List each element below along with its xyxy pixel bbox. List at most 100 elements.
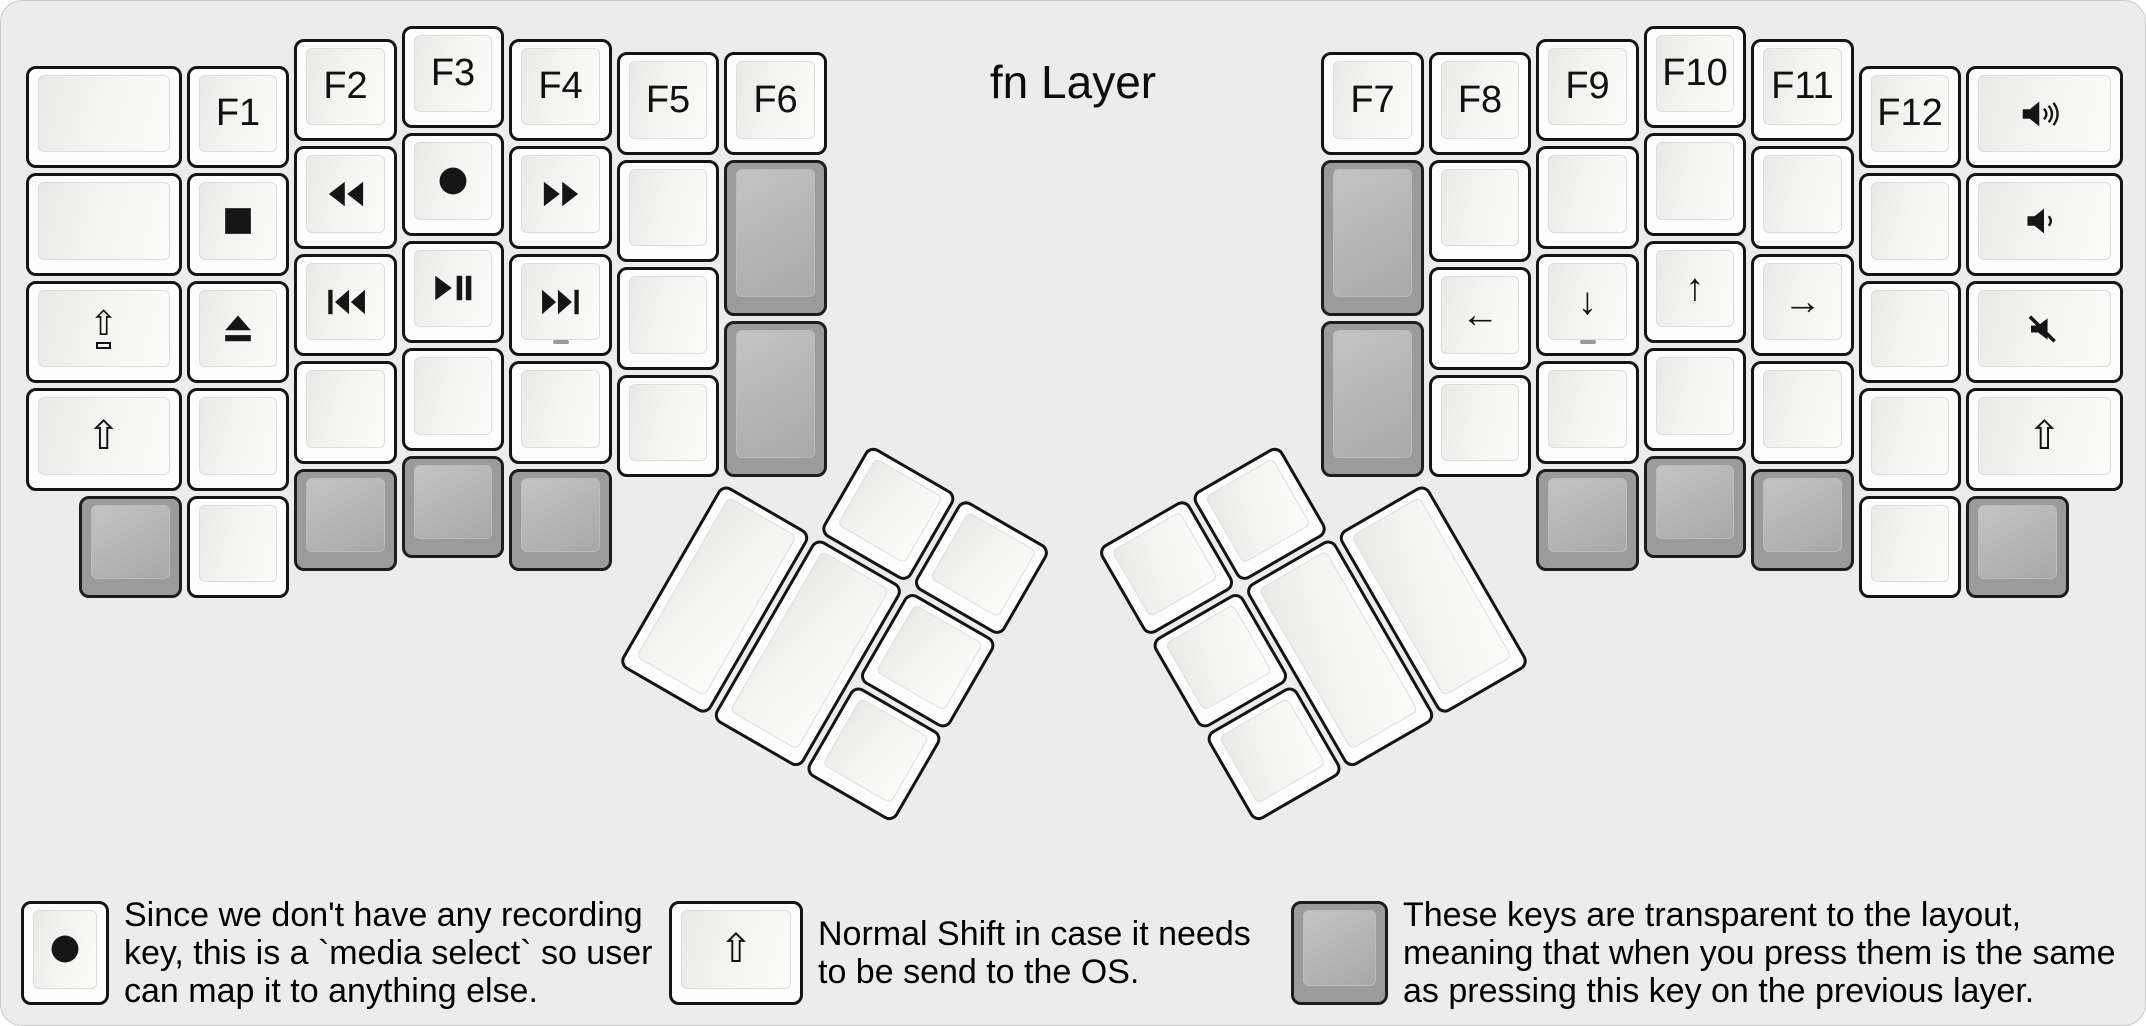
key-label: F4: [538, 65, 583, 108]
key-f1[interactable]: F1: [186, 65, 290, 169]
key-blank[interactable]: [1751, 146, 1854, 249]
key-arrow-down[interactable]: ↓: [1536, 253, 1639, 357]
key-blank[interactable]: [25, 173, 182, 276]
key-transparent[interactable]: [1536, 468, 1639, 572]
key-volume-up[interactable]: [1966, 65, 2123, 169]
key-blank[interactable]: [25, 65, 182, 169]
key-caps-lock[interactable]: ⇧: [25, 280, 182, 384]
key-prev-track[interactable]: [294, 253, 397, 357]
key-blank[interactable]: [1751, 361, 1854, 464]
key-top-surface: [306, 155, 385, 233]
key-transparent[interactable]: [724, 159, 827, 317]
key-blank[interactable]: [1858, 173, 1962, 276]
key-top-surface: [1333, 168, 1412, 298]
key-transparent[interactable]: [724, 321, 827, 478]
legend-key-slot: [21, 900, 109, 1005]
key-blank[interactable]: [509, 361, 612, 464]
key-blank[interactable]: [401, 348, 505, 451]
key-top-surface: [1763, 370, 1842, 448]
legend-text-line: Since we don't have any recording: [124, 895, 643, 934]
key-blank[interactable]: [1858, 495, 1962, 599]
key-blank[interactable]: [616, 374, 720, 478]
key-record[interactable]: [401, 133, 505, 236]
key-fast-forward[interactable]: [509, 146, 612, 249]
key-mute[interactable]: [1966, 280, 2123, 384]
rewind-icon: [328, 181, 363, 207]
key-transparent[interactable]: [294, 468, 397, 572]
key-arrow-right[interactable]: →: [1751, 253, 1854, 357]
key-transparent[interactable]: [401, 455, 505, 558]
key-f8[interactable]: F8: [1428, 52, 1532, 155]
key-transparent[interactable]: [1751, 468, 1854, 572]
key-blank[interactable]: [294, 361, 397, 464]
legend-text: These keys are transparent to the layout…: [1403, 896, 2116, 1010]
key-shift-right[interactable]: ⇧: [1966, 388, 2123, 491]
key-shift-left[interactable]: ⇧: [25, 388, 182, 491]
key-top-surface: [1655, 357, 1735, 435]
key-top-surface: F4: [521, 47, 600, 126]
key-stop[interactable]: [186, 173, 290, 276]
legend-transparent-key: [1291, 900, 1388, 1005]
key-label: F5: [645, 78, 691, 121]
key-next-track[interactable]: [509, 253, 612, 357]
key-top-surface: [1870, 504, 1950, 583]
key-f5[interactable]: F5: [616, 52, 720, 155]
key-rewind[interactable]: [294, 146, 397, 249]
key-transparent[interactable]: [1321, 159, 1424, 317]
key-arrow-left[interactable]: ←: [1428, 267, 1532, 370]
key-top-surface: [1165, 604, 1272, 711]
key-top-surface: [521, 370, 600, 448]
key-arrow-up[interactable]: ↑: [1643, 240, 1747, 343]
key-f11[interactable]: F11: [1751, 38, 1854, 142]
key-top-surface: [1204, 457, 1312, 565]
key-play-pause[interactable]: [401, 240, 505, 343]
key-f2[interactable]: F2: [294, 38, 397, 142]
page-title: fn Layer: [989, 56, 1157, 108]
key-blank[interactable]: [616, 267, 720, 370]
key-blank[interactable]: [1643, 133, 1747, 236]
key-top-surface: [306, 477, 385, 553]
key-f9[interactable]: F9: [1536, 38, 1639, 142]
key-label: F12: [1877, 92, 1943, 135]
key-top-surface: [1303, 909, 1376, 986]
key-transparent[interactable]: [1643, 455, 1747, 558]
volume-down-icon: [2027, 208, 2053, 234]
key-transparent[interactable]: [509, 468, 612, 572]
key-top-surface: [1978, 289, 2111, 368]
key-f12[interactable]: F12: [1858, 65, 1962, 169]
key-blank[interactable]: [1858, 388, 1962, 491]
key-volume-down[interactable]: [1966, 173, 2123, 276]
key-f4[interactable]: F4: [509, 38, 612, 142]
key-blank[interactable]: [1643, 348, 1747, 451]
legend-record-key: [21, 900, 109, 1005]
record-icon: [51, 935, 79, 963]
key-f10[interactable]: F10: [1643, 25, 1747, 128]
key-f7[interactable]: F7: [1321, 52, 1424, 155]
key-top-surface: F6: [736, 61, 815, 139]
key-top-surface: [413, 464, 493, 539]
key-top-surface: F2: [306, 47, 385, 126]
key-blank[interactable]: [1536, 146, 1639, 249]
key-label: ←: [1461, 294, 1499, 337]
key-blank[interactable]: [186, 495, 290, 599]
key-f3[interactable]: F3: [401, 25, 505, 128]
key-f6[interactable]: F6: [724, 52, 827, 155]
caps-arrow: ⇧: [89, 305, 118, 344]
caps-bar: [96, 342, 112, 350]
stop-icon: [225, 208, 251, 234]
key-top-surface: F8: [1440, 61, 1520, 139]
key-top-surface: [198, 289, 278, 368]
key-blank[interactable]: [186, 388, 290, 491]
key-eject[interactable]: [186, 280, 290, 384]
key-transparent[interactable]: [1321, 321, 1424, 478]
key-blank[interactable]: [1428, 374, 1532, 478]
key-blank[interactable]: [1858, 280, 1962, 384]
key-transparent[interactable]: [1966, 495, 2069, 599]
key-top-surface: [1655, 464, 1735, 539]
key-top-surface: [1763, 477, 1842, 553]
key-blank[interactable]: [616, 159, 720, 263]
key-transparent[interactable]: [79, 495, 182, 599]
key-blank[interactable]: [1428, 159, 1532, 263]
key-blank[interactable]: [1536, 361, 1639, 464]
